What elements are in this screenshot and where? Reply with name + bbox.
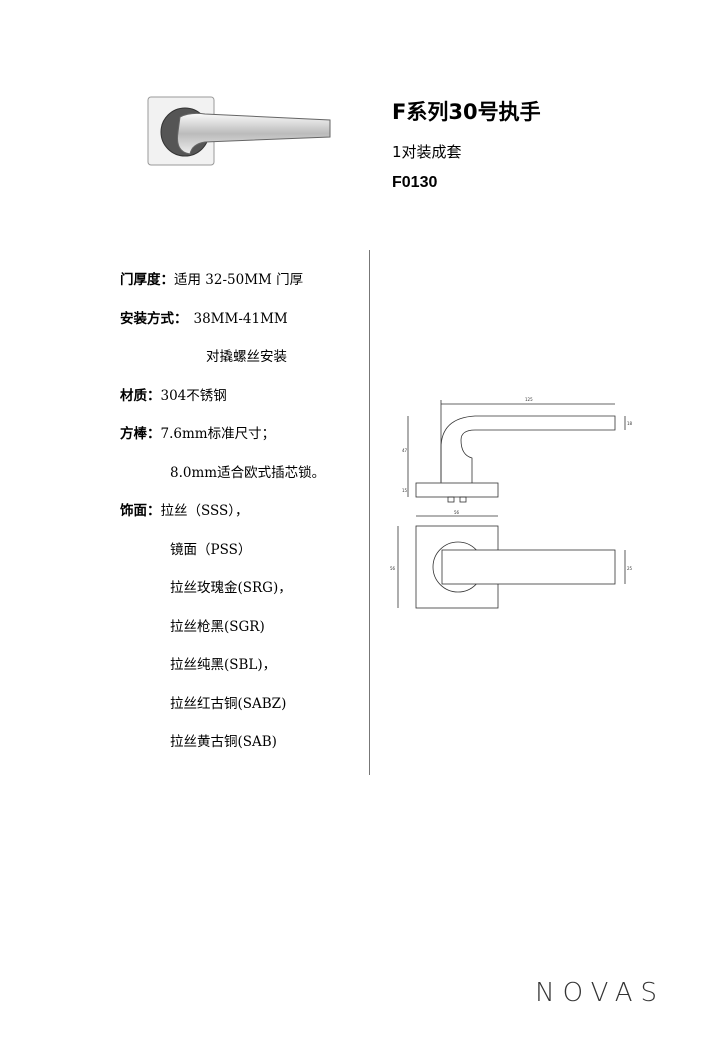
spec-row: 拉丝黄古铜(SAB) <box>170 730 277 750</box>
spec-row: 8.0mm适合欧式插芯锁。 <box>170 461 325 481</box>
spec-row: 门厚度：适用 32-50MM 门厚 <box>120 268 303 288</box>
divider <box>369 250 370 775</box>
spec-row: 拉丝玫瑰金(SRG)， <box>170 576 292 596</box>
spec-label: 方棒： <box>120 426 161 442</box>
spec-value: 拉丝枪黑(SGR) <box>170 618 265 635</box>
dim-rose-height: 56 <box>390 566 396 571</box>
spec-value: 拉丝红古铜(SABZ) <box>170 695 287 712</box>
dim-rose-width: 56 <box>454 510 460 515</box>
product-subtitle: 1对装成套 <box>392 143 462 161</box>
spec-label: 安装方式： <box>120 310 188 327</box>
spec-value: 拉丝纯黑(SBL)， <box>170 657 277 673</box>
dim-lever-width: 25 <box>627 566 633 571</box>
spec-value: 304不锈钢 <box>160 387 227 404</box>
spec-label: 饰面： <box>120 503 161 519</box>
spec-row: 安装方式： 38MM-41MM <box>120 307 288 327</box>
spec-value: 8.0mm适合欧式插芯锁。 <box>170 464 326 481</box>
dim-length: 125 <box>525 397 533 402</box>
spec-row: 方棒：7.6mm标准尺寸； <box>120 422 275 442</box>
spec-value: 拉丝玫瑰金(SRG)， <box>170 580 292 596</box>
spec-row: 对撬螺丝安装 <box>206 345 287 365</box>
product-code: F0130 <box>392 174 438 191</box>
spec-row: 镜面（PSS） <box>170 538 251 558</box>
spec-row: 拉丝红古铜(SABZ) <box>170 692 286 712</box>
dim-rose-thickness: 15 <box>402 488 408 493</box>
technical-drawing: 125 18 47 15 56 56 25 <box>380 380 640 624</box>
spec-value: 7.6mm标准尺寸； <box>160 426 276 442</box>
spec-value: 拉丝（SSS）， <box>160 503 249 519</box>
spec-row: 拉丝枪黑(SGR) <box>170 615 265 635</box>
spec-row: 拉丝纯黑(SBL)， <box>170 653 276 673</box>
spec-value: 拉丝黄古铜(SAB) <box>170 734 277 750</box>
product-photo <box>140 92 340 176</box>
spec-label: 材质： <box>120 387 161 404</box>
spec-row: 饰面：拉丝（SSS）， <box>120 499 249 519</box>
brand-logo: NOVAS <box>535 978 665 1008</box>
spec-label: 门厚度： <box>120 272 174 288</box>
spec-value: 镜面（PSS） <box>170 541 252 558</box>
spec-value: 38MM-41MM <box>193 310 288 327</box>
spec-value: 对撬螺丝安装 <box>206 349 287 365</box>
spec-value: 适用 32-50MM 门厚 <box>174 272 304 288</box>
dim-lever-thickness: 18 <box>627 421 633 426</box>
product-title: F系列30号执手 <box>392 100 541 124</box>
spec-row: 材质：304不锈钢 <box>120 384 227 404</box>
dim-height: 47 <box>402 448 408 453</box>
